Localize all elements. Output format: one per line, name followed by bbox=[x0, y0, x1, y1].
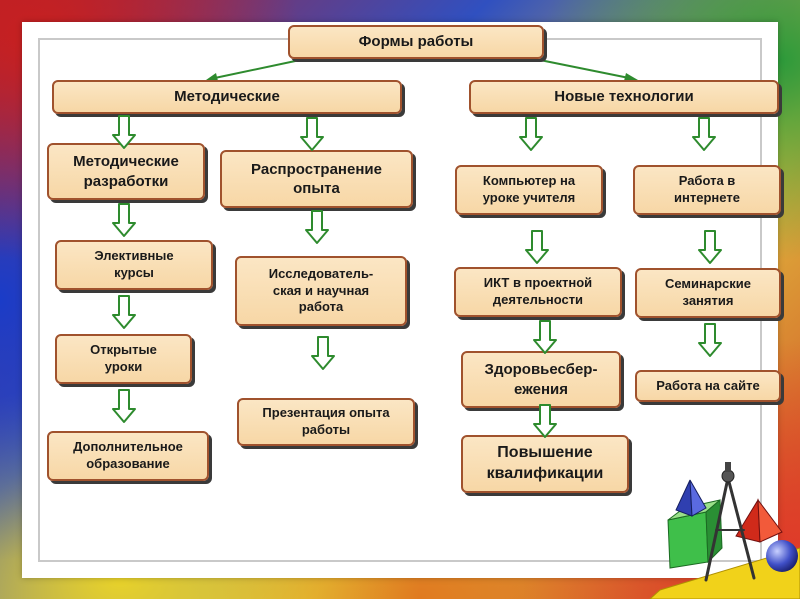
col4-box-1: Работа в интернете bbox=[633, 165, 781, 215]
root-label: Формы работы bbox=[358, 33, 474, 51]
col4-label-3: Работа на сайте bbox=[656, 377, 760, 393]
col3-box-4: Повышение квалификации bbox=[461, 435, 629, 493]
col4-label-1: Работа в интернете bbox=[674, 173, 740, 205]
col4-box-2: Семинарские занятия bbox=[635, 268, 781, 318]
col2-label-2: Исследователь- ская и научная работа bbox=[268, 265, 374, 315]
col1-label-3: Открытые уроки bbox=[90, 342, 157, 374]
col4-label-2: Семинарские занятия bbox=[664, 276, 752, 308]
col2-label-1: Распространение опыта bbox=[251, 160, 382, 198]
col3-box-2: ИКТ в проектной деятельности bbox=[454, 267, 622, 317]
col1-label-4: Дополнительное образование bbox=[73, 439, 183, 471]
branch-left-label: Методические bbox=[174, 88, 280, 106]
compass-icon bbox=[704, 476, 756, 582]
red-pyramid-right bbox=[757, 498, 783, 543]
cube-front bbox=[667, 511, 709, 569]
root-box: Формы работы bbox=[288, 25, 544, 59]
branch-left-box: Методические bbox=[52, 80, 402, 114]
pyramid-right bbox=[689, 479, 707, 517]
col1-box-3: Открытые уроки bbox=[55, 334, 192, 384]
col2-box-2: Исследователь- ская и научная работа bbox=[235, 256, 407, 326]
col2-box-3: Презентация опыта работы bbox=[237, 398, 415, 446]
col2-box-1: Распространение опыта bbox=[220, 150, 413, 208]
yellow-base-shape bbox=[649, 547, 800, 599]
pyramid-left bbox=[675, 479, 693, 517]
col1-label-2: Элективные курсы bbox=[94, 248, 174, 280]
connector-left bbox=[209, 59, 301, 80]
sphere-shape bbox=[766, 540, 798, 572]
col3-label-1: Компьютер на уроке учителя bbox=[482, 173, 576, 205]
connector-left-head bbox=[206, 73, 218, 81]
col3-label-2: ИКТ в проектной деятельности bbox=[483, 275, 593, 307]
col2-label-3: Презентация опыта работы bbox=[262, 405, 390, 437]
col3-box-1: Компьютер на уроке учителя bbox=[455, 165, 603, 215]
col1-label-1: Методические разработки bbox=[73, 153, 179, 190]
branch-right-label: Новые технологии bbox=[554, 88, 694, 106]
cube-side bbox=[705, 498, 723, 564]
col4-box-3: Работа на сайте bbox=[635, 370, 781, 402]
connector-right bbox=[539, 59, 635, 80]
col1-box-4: Дополнительное образование bbox=[47, 431, 209, 481]
col3-label-3: Здоровьесбер- ежения bbox=[484, 361, 598, 398]
connector-right-head bbox=[624, 73, 638, 81]
compass-handle bbox=[725, 462, 731, 472]
col3-box-3: Здоровьесбер- ежения bbox=[461, 351, 621, 408]
branch-right-box: Новые технологии bbox=[469, 80, 779, 114]
col1-box-2: Элективные курсы bbox=[55, 240, 213, 290]
col3-label-4: Повышение квалификации bbox=[486, 444, 604, 482]
